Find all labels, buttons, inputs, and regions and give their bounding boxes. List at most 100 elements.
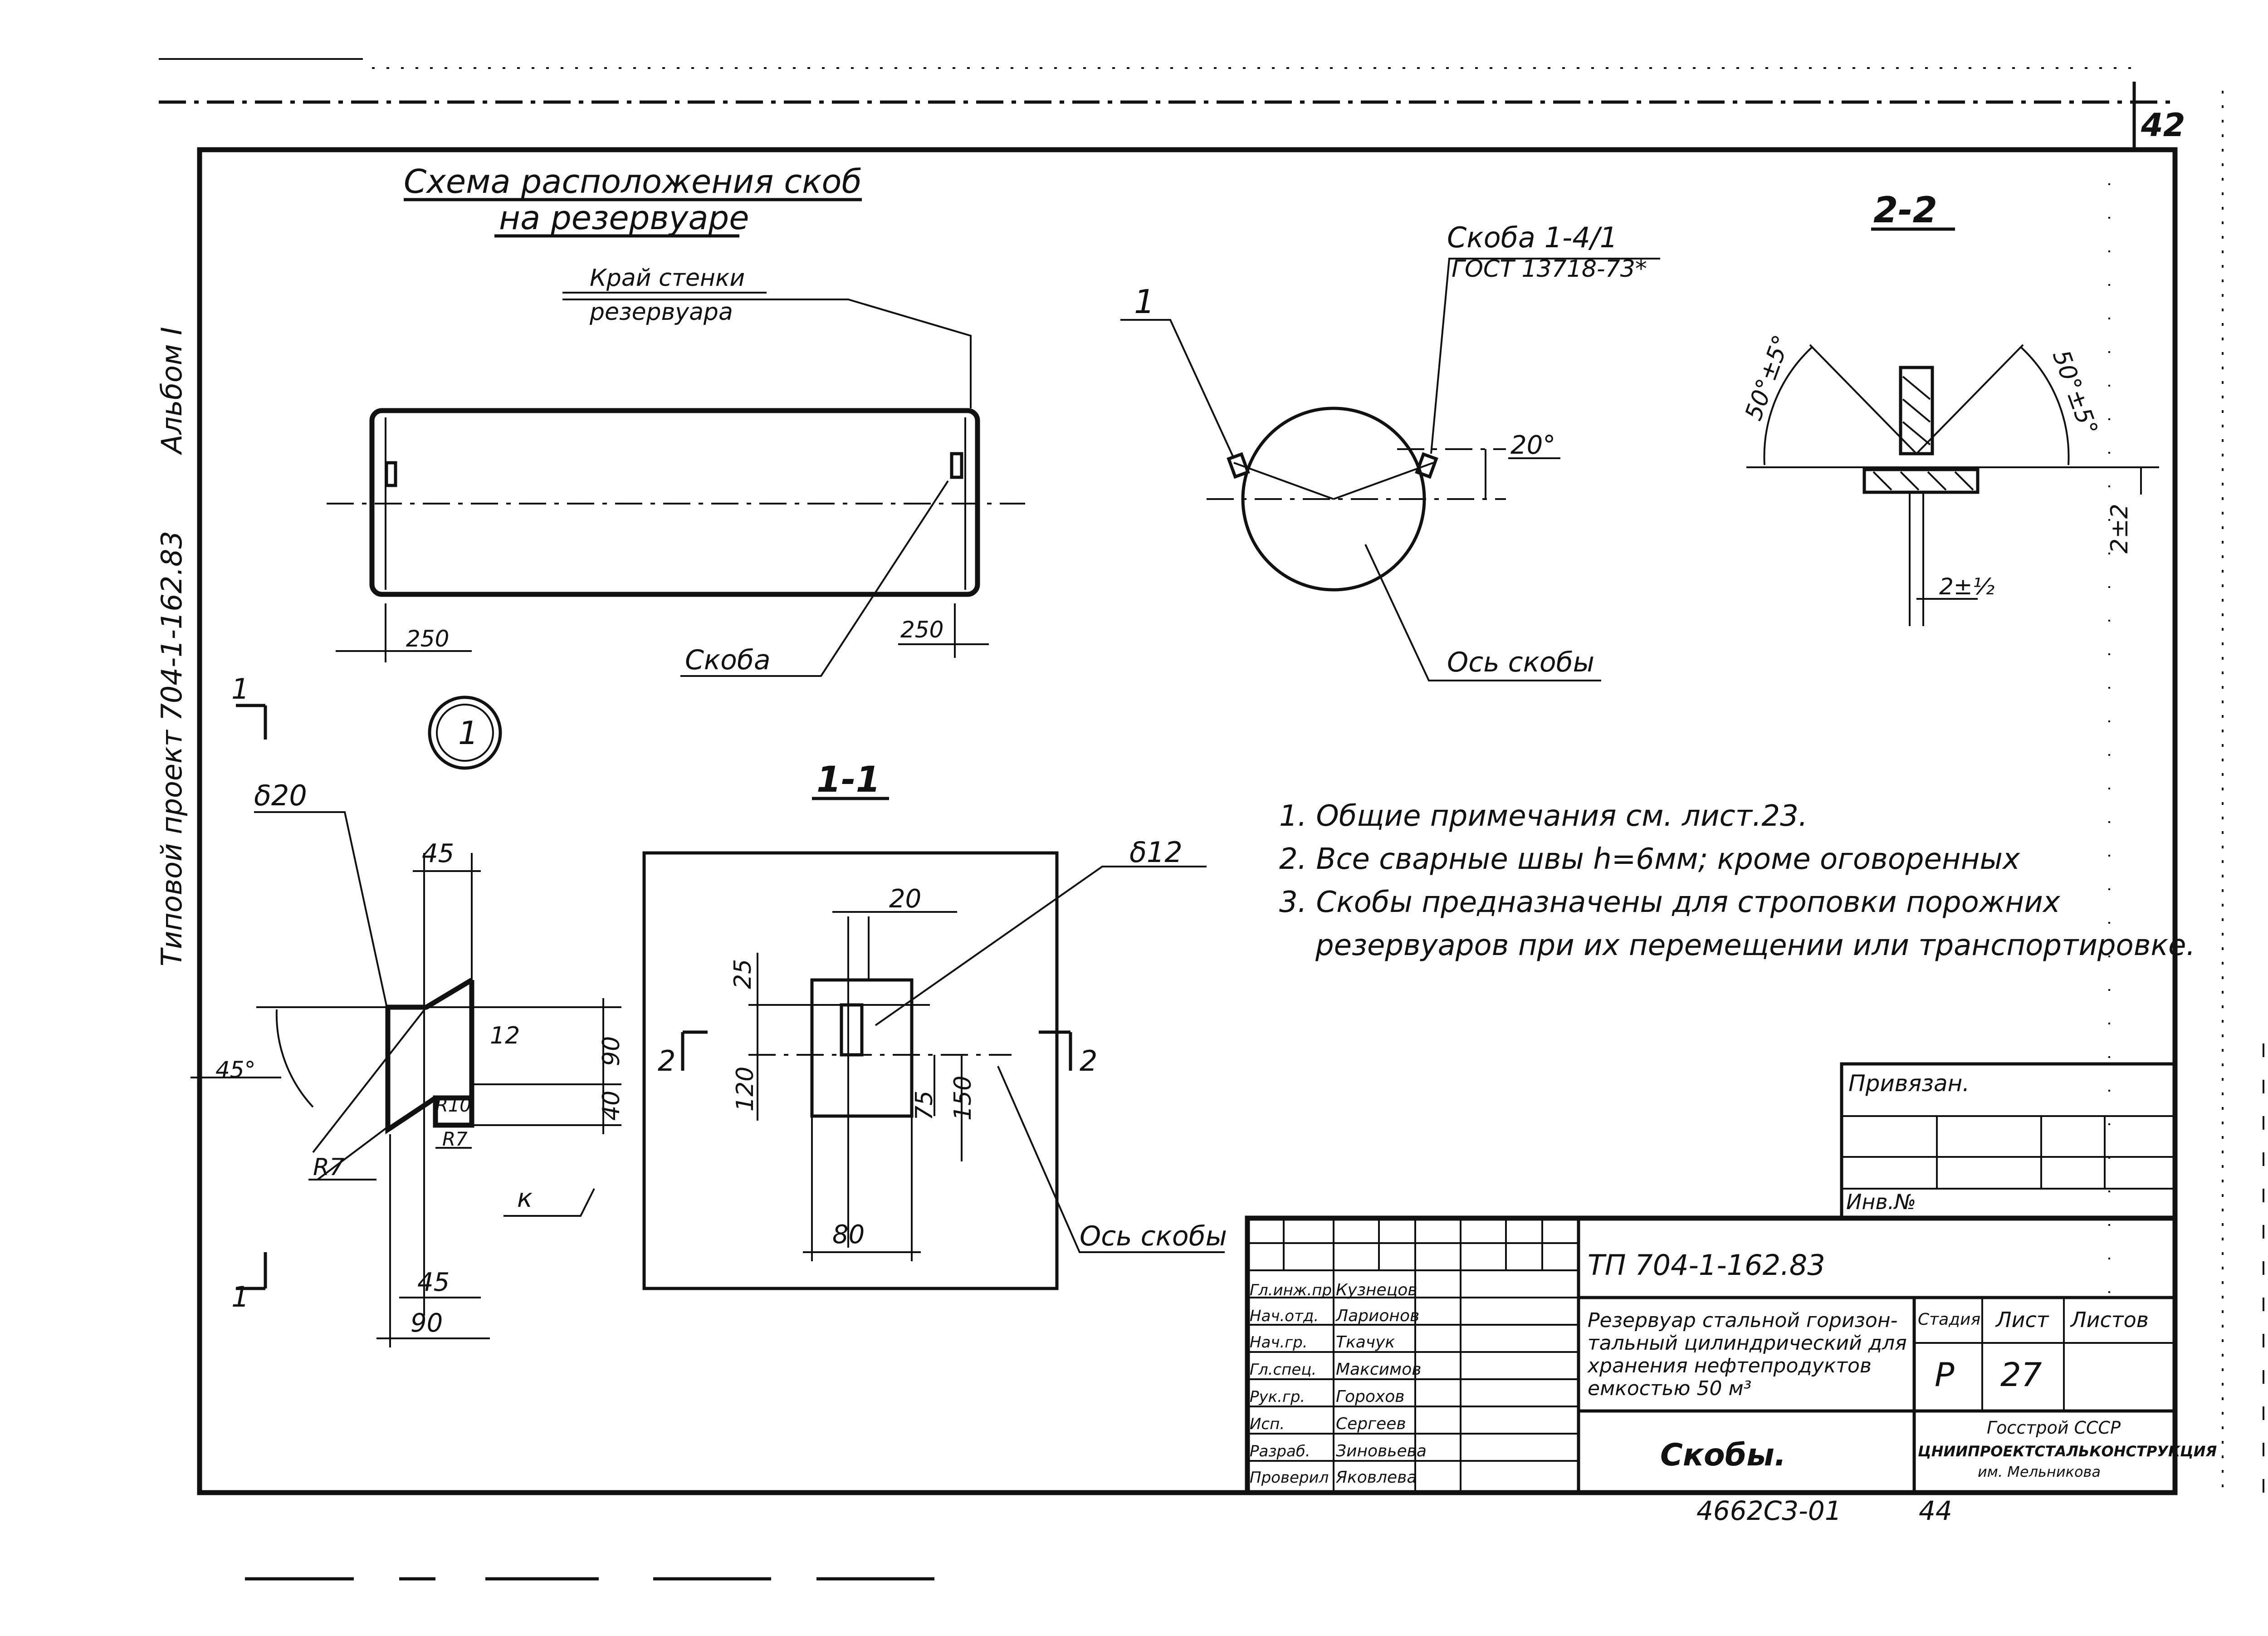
dim-25: 25	[729, 959, 757, 989]
r7: R7	[313, 1154, 344, 1181]
section-mark-top: 1	[231, 672, 249, 705]
section-mark-bottom: 1	[231, 1280, 249, 1313]
staff-name-5: Горохов	[1336, 1387, 1405, 1406]
title-description-2: тальный цилиндрический для	[1588, 1332, 1907, 1355]
section-1-1: 1-1 20 25 120 75 150 80 δ12 2 2 Ось скоб…	[642, 759, 1227, 1290]
angle-45: 45°	[215, 1057, 256, 1083]
plan-title-line-2: на резервуаре	[499, 199, 749, 237]
bracket-right	[950, 452, 963, 479]
dim-90-bottom: 90	[411, 1308, 443, 1338]
bracket-left	[385, 461, 397, 487]
dim-250-right: 250	[900, 617, 943, 643]
staff-name-7: Зиновьева	[1336, 1442, 1427, 1460]
bracket-name: Скоба 1-4/1	[1447, 221, 1618, 254]
org-line-3: им. Мельникова	[1978, 1463, 2101, 1480]
dim-80: 80	[832, 1220, 865, 1249]
bottom-page: 44	[1919, 1495, 1952, 1526]
note-1: 1. Общие примечания см. лист.23.	[1279, 799, 1808, 833]
left-margin-album: Альбом I	[155, 327, 188, 456]
staff-role-2: Нач.отд.	[1250, 1307, 1319, 1325]
note-2: 2. Все сварные швы h=6мм; кроме оговорен…	[1279, 842, 2020, 876]
section-1-1-title: 1-1	[816, 759, 880, 800]
dim-2-half: 2±½	[1939, 573, 1994, 600]
dim-12: 12	[490, 1022, 520, 1049]
dim-75: 75	[911, 1091, 938, 1121]
staff-role-4: Гл.спец.	[1250, 1361, 1316, 1379]
staff-name-4: Максимов	[1336, 1360, 1421, 1379]
section-2-2-plate	[1862, 468, 1980, 494]
section-2-2-title: 2-2	[1873, 190, 1937, 231]
detail-ref-circle	[428, 696, 502, 770]
sheet-frame	[159, 58, 2264, 1581]
note-3: 3. Скобы предназначены для строповки пор…	[1279, 886, 2061, 919]
section-1-1-rib	[810, 978, 914, 1118]
dim-45-bottom: 45	[417, 1268, 450, 1297]
leader-1: 1	[1134, 283, 1155, 321]
dim-250-left: 250	[406, 626, 449, 652]
tank-body	[369, 408, 980, 597]
binding-inv-label: Инв.№	[1846, 1190, 1916, 1214]
dim-90: 90	[598, 1036, 625, 1066]
detail-ref-number: 1	[458, 715, 479, 752]
dim-150: 150	[949, 1076, 977, 1121]
org-line-2: ЦНИИПРОЕКТСТАЛЬКОНСТРУКЦИЯ	[1918, 1443, 2217, 1460]
staff-name-2: Ларионов	[1335, 1307, 1419, 1325]
plate-d12: δ12	[1129, 836, 1183, 869]
mark-2-right: 2	[1080, 1044, 1097, 1078]
page-number: 42	[2141, 107, 2185, 144]
dim-40: 40	[598, 1091, 625, 1121]
title-description-4: емкостью 50 м³	[1588, 1377, 1751, 1400]
note-3-continued: резервуаров при их перемещении или транс…	[1315, 929, 2195, 962]
wall-label-2: резервуара	[589, 299, 733, 326]
detail-1: 1 1 δ20 45 12 90 40 R10 R7 R7 45° к 45	[191, 672, 625, 1347]
notes: 1. Общие примечания см. лист.23. 2. Все …	[1279, 799, 2195, 962]
wall-label-1: Край стенки	[590, 265, 745, 292]
sheet-value: 27	[2000, 1356, 2042, 1394]
left-margin-project: Типовой проект 704-1-162.83	[155, 531, 188, 966]
staff-role-3: Нач.гр.	[1250, 1333, 1308, 1352]
sheets-header: Листов	[2070, 1308, 2149, 1332]
bottom-code: 4662С3-01	[1696, 1495, 1842, 1526]
axis-label-circle: Ось скобы	[1447, 647, 1594, 678]
title-description-1: Резервуар стальной горизон-	[1588, 1309, 1897, 1332]
staff-name-3: Ткачук	[1336, 1333, 1395, 1352]
bracket-label: Скоба	[685, 644, 771, 676]
section-1-1-slot	[840, 1003, 864, 1057]
section-1-1-plate	[642, 851, 1059, 1290]
staff-role-7: Разраб.	[1250, 1442, 1310, 1460]
k-label: к	[517, 1184, 533, 1213]
staff-role-6: Исп.	[1250, 1415, 1285, 1433]
angle-20: 20°	[1510, 431, 1555, 460]
title-code: ТП 704-1-162.83	[1588, 1249, 1825, 1282]
stage-header: Стадия	[1918, 1310, 1980, 1329]
staff-role-8: Проверил	[1250, 1469, 1329, 1487]
dim-45-top: 45	[422, 839, 454, 868]
stage-value: Р	[1935, 1356, 1955, 1394]
angle-right-50: 50°±5°	[2047, 347, 2103, 439]
staff-name-6: Сергеев	[1336, 1415, 1406, 1433]
sheet-header: Лист	[1995, 1308, 2049, 1332]
gost-ref: ГОСТ 13718-73*	[1452, 255, 1647, 283]
dim-2-2: 2±2	[2106, 504, 2133, 553]
org-line-1: Госстрой СССР	[1987, 1418, 2121, 1438]
drawing-name: Скобы.	[1660, 1437, 1786, 1473]
section-2-2: 2-2 50°±5° 50°±5° 2±½ 2±2	[1740, 190, 2159, 626]
staff-role-1: Гл.инж.пр.	[1250, 1281, 1337, 1299]
tank-plan: Схема расположения скоб на резервуаре Кр…	[327, 162, 1025, 770]
mark-2-left: 2	[658, 1044, 675, 1078]
axis-label-section: Ось скобы	[1080, 1220, 1227, 1252]
binding-table: Привязан. Инв.№	[1840, 1062, 2177, 1220]
title-block: Гл.инж.пр. Кузнецов Нач.отд. Ларионов На…	[1245, 1215, 2217, 1495]
staff-name-1: Кузнецов	[1336, 1281, 1417, 1299]
title-description-3: хранения нефтепродуктов	[1587, 1354, 1872, 1377]
staff-name-8: Яковлева	[1335, 1468, 1417, 1487]
circle-view: 20° 1 Скоба 1-4/1 ГОСТ 13718-73* Ось ско…	[1120, 221, 1660, 681]
r7-small: R7	[442, 1128, 468, 1150]
dim-120: 120	[732, 1067, 759, 1112]
binding-label: Привязан.	[1848, 1070, 1970, 1097]
dim-20: 20	[889, 884, 921, 914]
plate-d20: δ20	[254, 779, 307, 812]
r10: R10	[435, 1095, 471, 1116]
staff-role-5: Рук.гр.	[1250, 1388, 1305, 1406]
